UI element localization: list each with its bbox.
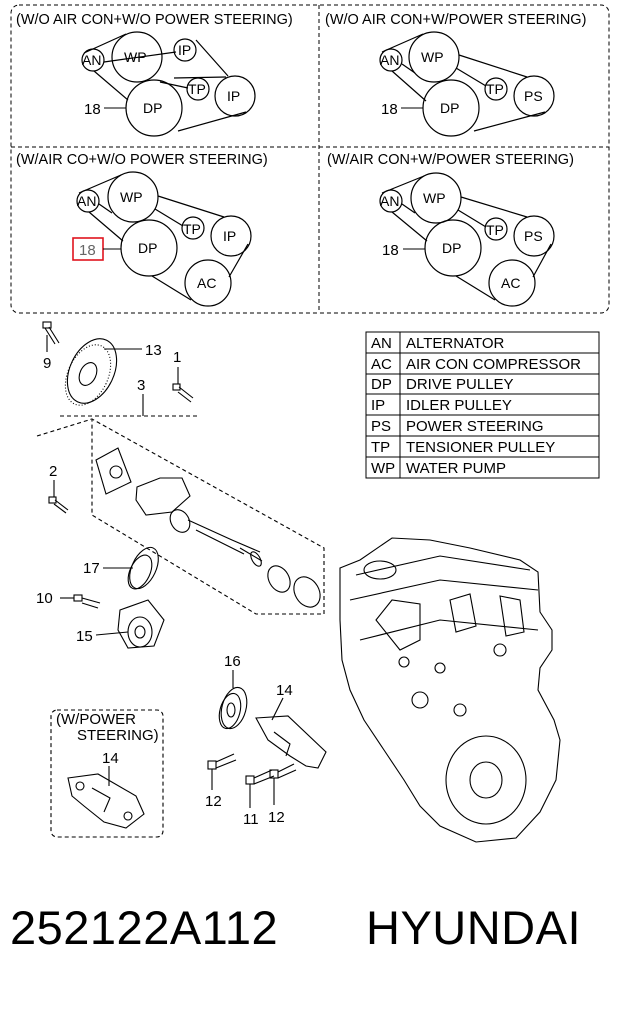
callout-17: 17 — [83, 560, 100, 577]
belt-panel-3: (W/AIR CO+W/O POWER STEERING) AN WP TP I… — [16, 152, 268, 307]
callout-18-panel-1: 18 — [84, 101, 101, 118]
water-pump-pulley-icon — [64, 338, 118, 406]
legend-code: PS — [371, 418, 391, 435]
callout-11: 11 — [243, 811, 259, 828]
legend-code: IP — [371, 397, 385, 414]
panel-1-title: (W/O AIR CON+W/O POWER STEERING) — [16, 12, 293, 28]
bolt-10-icon — [73, 594, 101, 609]
water-pump-group-outline — [36, 418, 325, 615]
callout-13: 13 — [145, 342, 162, 359]
callout-15: 15 — [76, 628, 93, 645]
an-label: AN — [77, 193, 96, 209]
dp-label: DP — [143, 100, 162, 116]
tensioner-pulley-icon — [218, 686, 248, 730]
callout-12: 12 — [268, 809, 285, 826]
callout-14: 14 — [102, 750, 119, 767]
legend-desc: DRIVE PULLEY — [406, 376, 514, 393]
tp-label: TP — [486, 222, 504, 238]
bolt-2-icon — [48, 496, 69, 514]
legend-code: AC — [371, 356, 392, 373]
ps-label: PS — [524, 228, 543, 244]
legend-table: AN ALTERNATOR AC AIR CON COMPRESSOR DP D… — [365, 331, 600, 479]
ip-label: IP — [223, 228, 236, 244]
dp-label: DP — [138, 240, 157, 256]
callout-2: 2 — [49, 463, 57, 480]
bolt-11-icon — [245, 769, 275, 785]
dp-label: DP — [442, 240, 461, 256]
callout-10: 10 — [36, 590, 53, 607]
footer: 252122A112 HYUNDAI — [0, 900, 620, 980]
ps-label: PS — [524, 88, 543, 104]
bolt-12-icon — [207, 753, 237, 770]
panel-3-title: (W/AIR CO+W/O POWER STEERING) — [16, 152, 268, 168]
legend-code: WP — [371, 460, 395, 477]
water-pump-icon — [95, 447, 321, 608]
panel-2-title: (W/O AIR CON+W/POWER STEERING) — [325, 12, 586, 28]
callout-1: 1 — [173, 349, 181, 366]
an-label: AN — [380, 193, 399, 209]
belt-panel-1: (W/O AIR CON+W/O POWER STEERING) AN WP I… — [16, 12, 293, 137]
bolt-1-icon — [172, 383, 194, 403]
callout-labels: 9 13 1 3 2 17 10 15 16 14 12 11 12 (W/PO… — [36, 342, 293, 828]
legend-desc: TENSIONER PULLEY — [406, 439, 555, 456]
panel-frame-outer — [10, 4, 610, 314]
callout-14: 14 — [276, 682, 293, 699]
tp-label: TP — [183, 221, 201, 237]
legend-code: AN — [371, 335, 392, 352]
tensioner-bracket-icon — [255, 715, 327, 769]
ip-top-label: IP — [178, 42, 191, 58]
belt-panel-2: (W/O AIR CON+W/POWER STEERING) AN WP TP … — [325, 12, 586, 137]
callout-9: 9 — [43, 355, 51, 372]
an-label: AN — [82, 52, 101, 68]
bolt-9-icon — [42, 321, 60, 345]
legend-desc: IDLER PULLEY — [406, 397, 512, 414]
legend-code: DP — [371, 376, 392, 393]
inset-bracket-icon — [67, 773, 145, 829]
part-number: 252122A112 — [10, 901, 279, 954]
an-label: AN — [380, 52, 399, 68]
callout-leaders — [46, 335, 284, 808]
inset-title-line-2: STEERING) — [77, 727, 159, 744]
wp-label: WP — [124, 49, 147, 65]
callout-18-panel-3: 18 — [79, 242, 96, 259]
legend-desc: WATER PUMP — [406, 460, 506, 477]
ip-label: IP — [227, 88, 240, 104]
panel-4-title: (W/AIR CON+W/POWER STEERING) — [327, 152, 574, 168]
legend-code: TP — [371, 439, 390, 456]
exploded-parts — [36, 321, 561, 843]
ac-label: AC — [501, 275, 520, 291]
tensioner-icon — [117, 599, 165, 649]
wp-label: WP — [421, 49, 444, 65]
tp-label: TP — [486, 81, 504, 97]
power-steering-inset — [50, 709, 164, 838]
dp-label: DP — [440, 100, 459, 116]
legend-desc: POWER STEERING — [406, 418, 544, 435]
callout-12: 12 — [205, 793, 222, 810]
tp-label: TP — [188, 81, 206, 97]
ac-label: AC — [197, 275, 216, 291]
brand-name: HYUNDAI — [366, 901, 582, 954]
belt-panel-4: (W/AIR CON+W/POWER STEERING) AN WP TP PS… — [327, 152, 574, 307]
legend-desc: AIR CON COMPRESSOR — [406, 356, 581, 373]
callout-16: 16 — [224, 653, 241, 670]
legend-desc: ALTERNATOR — [406, 335, 505, 352]
belt-routing-panels — [10, 4, 610, 314]
callout-3: 3 — [137, 377, 145, 394]
engine-block-icon — [339, 537, 561, 843]
callout-18-panel-4: 18 — [382, 242, 399, 259]
wp-label: WP — [120, 189, 143, 205]
inset-title-line-1: (W/POWER — [56, 711, 136, 728]
wp-label: WP — [423, 190, 446, 206]
callout-18-panel-2: 18 — [381, 101, 398, 118]
